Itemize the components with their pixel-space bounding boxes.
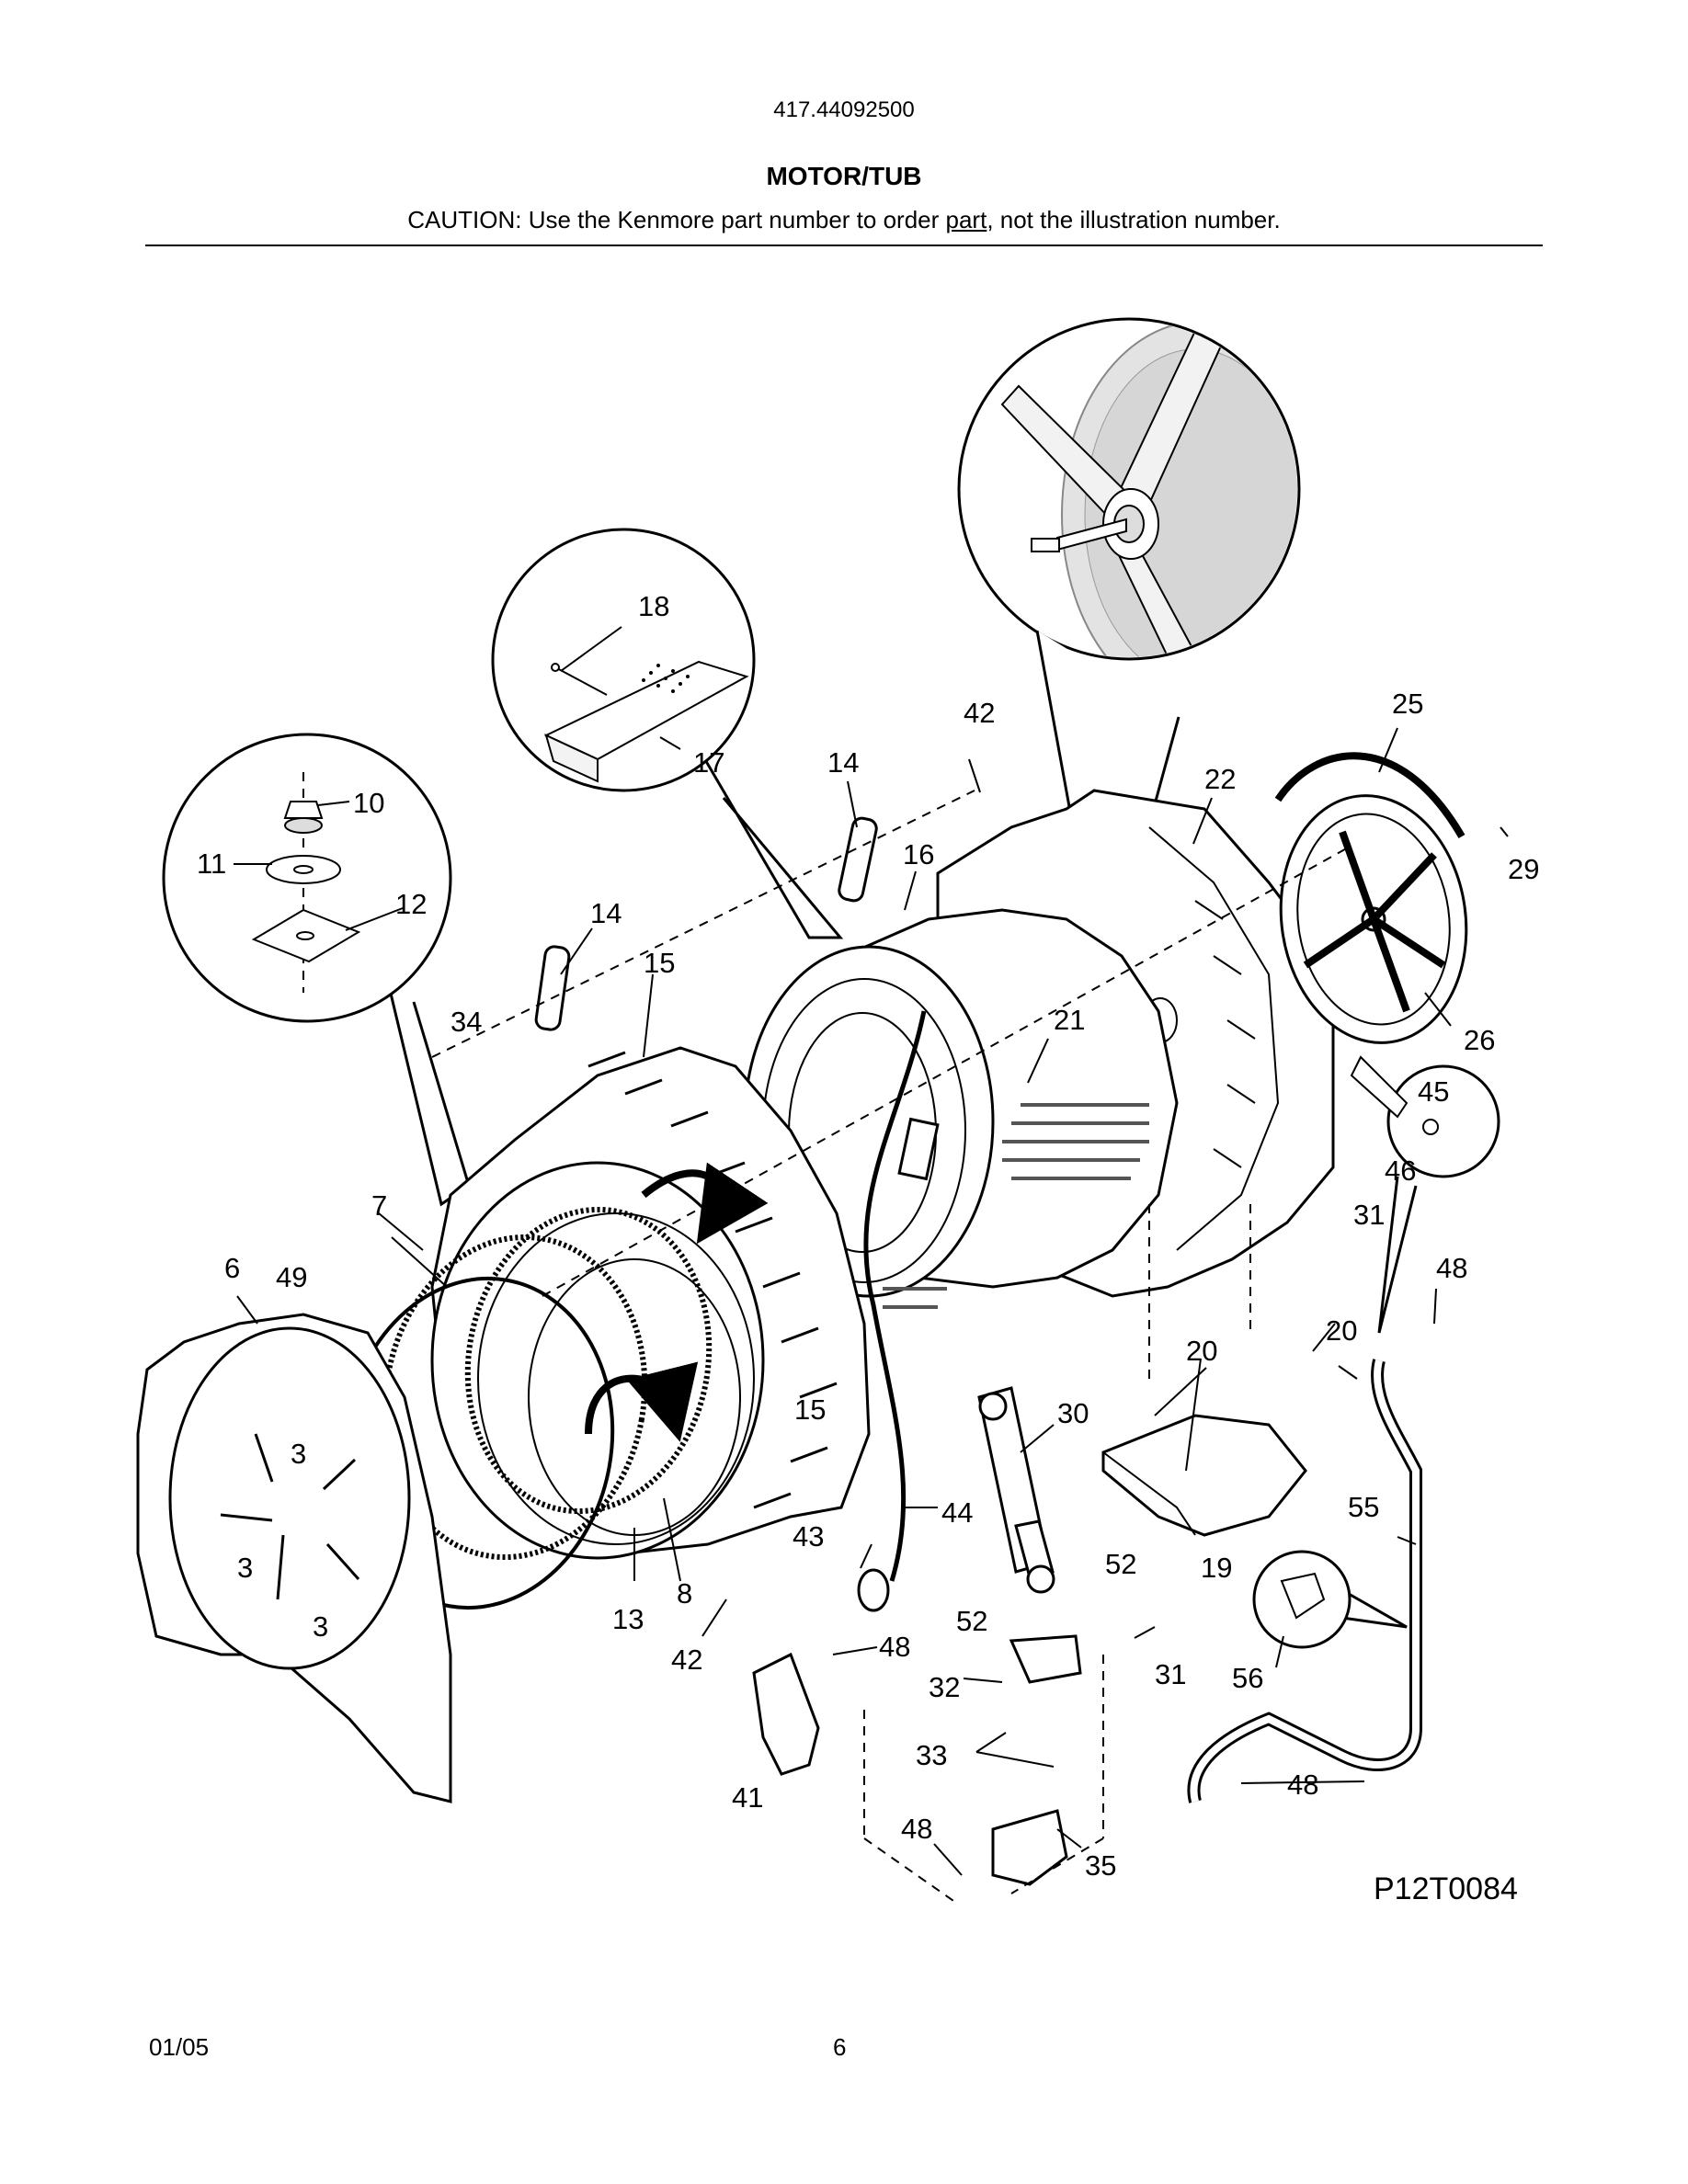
label-35: 35	[1085, 1849, 1116, 1882]
label-16: 16	[903, 838, 934, 870]
label-48-bottom-right: 48	[1287, 1769, 1318, 1801]
caution-note: CAUTION: Use the Kenmore part number to …	[0, 206, 1688, 234]
label-3-bottom: 3	[313, 1610, 328, 1643]
label-12: 12	[395, 888, 427, 920]
label-46: 46	[1385, 1155, 1416, 1187]
label-44: 44	[941, 1496, 973, 1529]
footer-date: 01/05	[149, 2033, 210, 2061]
label-52-left: 52	[956, 1605, 987, 1637]
label-41: 41	[732, 1781, 763, 1814]
label-20-left: 20	[1186, 1335, 1217, 1367]
label-leader-lines	[234, 626, 1509, 1876]
label-25: 25	[1392, 688, 1423, 720]
label-45: 45	[1418, 1075, 1449, 1108]
label-10: 10	[353, 787, 384, 819]
page-title: MOTOR/TUB	[766, 162, 922, 190]
pulley-and-belt	[1274, 752, 1468, 1044]
label-56: 56	[1232, 1662, 1263, 1694]
label-48-right: 48	[1436, 1252, 1467, 1284]
label-26: 26	[1464, 1024, 1495, 1056]
label-32: 32	[929, 1671, 960, 1703]
label-52-right: 52	[1105, 1548, 1136, 1580]
label-8: 8	[677, 1577, 692, 1610]
label-17: 17	[693, 746, 724, 779]
tub-springs	[534, 816, 878, 1031]
label-14-left: 14	[590, 897, 622, 929]
label-3-top: 3	[291, 1438, 306, 1470]
footer-page-number: 6	[833, 2033, 847, 2061]
label-49: 49	[276, 1261, 307, 1293]
detail-callout-hardware	[162, 733, 471, 1207]
label-31-right: 31	[1353, 1199, 1385, 1231]
drain-hose-and-harness	[752, 1010, 1422, 1803]
label-21: 21	[1054, 1004, 1085, 1036]
label-6: 6	[224, 1252, 240, 1284]
detail-callout-clip	[1252, 1550, 1408, 1649]
label-22: 22	[1204, 763, 1236, 795]
label-42-top: 42	[964, 697, 995, 729]
drive-motor	[1101, 1414, 1307, 1537]
label-11: 11	[197, 847, 226, 880]
caution-link-part: part	[945, 206, 987, 233]
label-15-bottom: 15	[794, 1393, 826, 1426]
label-15-top: 15	[644, 947, 675, 979]
detail-callout-dispenser	[491, 528, 844, 939]
label-3-left: 3	[237, 1552, 253, 1584]
label-29: 29	[1508, 853, 1539, 885]
label-20-right: 20	[1326, 1314, 1357, 1347]
drain-pump	[991, 1634, 1082, 1886]
label-33: 33	[916, 1739, 947, 1771]
label-13: 13	[612, 1603, 644, 1635]
label-42-bottom: 42	[671, 1644, 702, 1676]
caution-text-after: , not the illustration number.	[987, 206, 1281, 233]
assembly-guide-lines	[431, 790, 1352, 1904]
label-30: 30	[1057, 1397, 1089, 1429]
detail-callout-hose-clamp	[1350, 1055, 1500, 1334]
label-18: 18	[638, 590, 669, 622]
label-31-bottom: 31	[1155, 1658, 1186, 1690]
header-rule	[145, 245, 1543, 246]
label-34: 34	[451, 1006, 482, 1038]
caution-text-before: CAUTION: Use the Kenmore part number to …	[407, 206, 946, 233]
model-number: 417.44092500	[773, 97, 915, 122]
label-14-right: 14	[827, 746, 859, 779]
diagram-code: P12T0084	[1374, 1871, 1518, 1906]
label-7: 7	[371, 1189, 387, 1222]
label-19: 19	[1201, 1552, 1232, 1584]
label-48-bottom-left: 48	[901, 1813, 932, 1845]
label-55: 55	[1348, 1491, 1379, 1523]
front-panel	[136, 1313, 452, 1803]
part-labels: 18 17 10 11 12 14 14 16 15 42 25 22 29 2…	[197, 590, 1539, 1906]
label-48-middle: 48	[879, 1631, 910, 1663]
shock-absorber	[977, 1386, 1055, 1594]
label-43: 43	[793, 1520, 824, 1553]
